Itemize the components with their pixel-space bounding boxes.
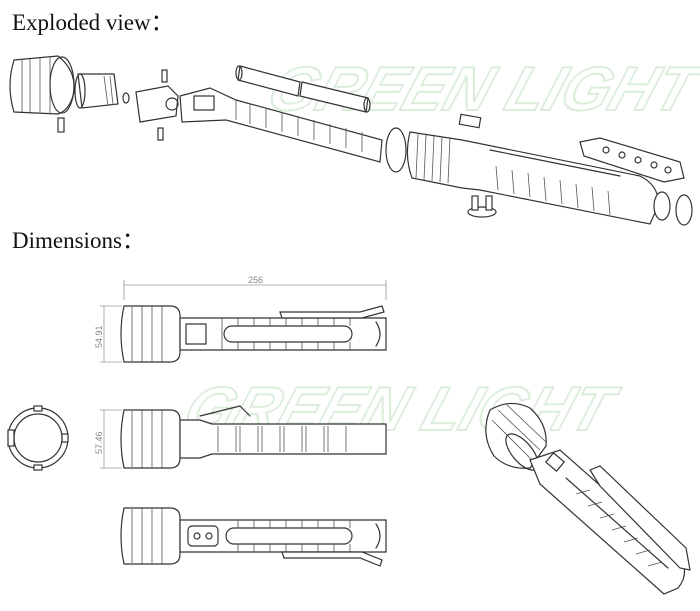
front-view-flashlight [7, 405, 69, 471]
top-view-flashlight [120, 305, 387, 363]
side-height-dimension: 54.91 [94, 305, 122, 363]
side-view-flashlight [120, 405, 387, 469]
length-dimension: 256 [123, 275, 387, 300]
main-body-part [406, 131, 659, 225]
exploded-view-drawing [9, 55, 693, 226]
battery-tray-part [179, 87, 383, 163]
head-cap-part [9, 55, 75, 115]
front-height-dimension: 57.46 [94, 409, 122, 469]
length-value: 256 [248, 275, 263, 285]
switch-cover-part [458, 113, 482, 129]
bottom-view-flashlight [120, 507, 387, 567]
screw-parts [57, 69, 168, 141]
switch-parts [467, 195, 497, 218]
reflector-sleeve-part [74, 73, 130, 109]
battery-part [235, 65, 371, 113]
tail-cap-part [653, 191, 693, 226]
lamp-holder-part [135, 85, 179, 123]
o-ring-part [385, 127, 407, 173]
isometric-view-flashlight [485, 402, 691, 595]
front-height-value: 57.46 [94, 431, 104, 454]
exploded-view-heading: Exploded view： [12, 10, 174, 35]
dimensions-heading: Dimensions： [12, 228, 145, 253]
side-height-value: 54.91 [94, 325, 104, 348]
belt-clip-part [579, 137, 685, 183]
